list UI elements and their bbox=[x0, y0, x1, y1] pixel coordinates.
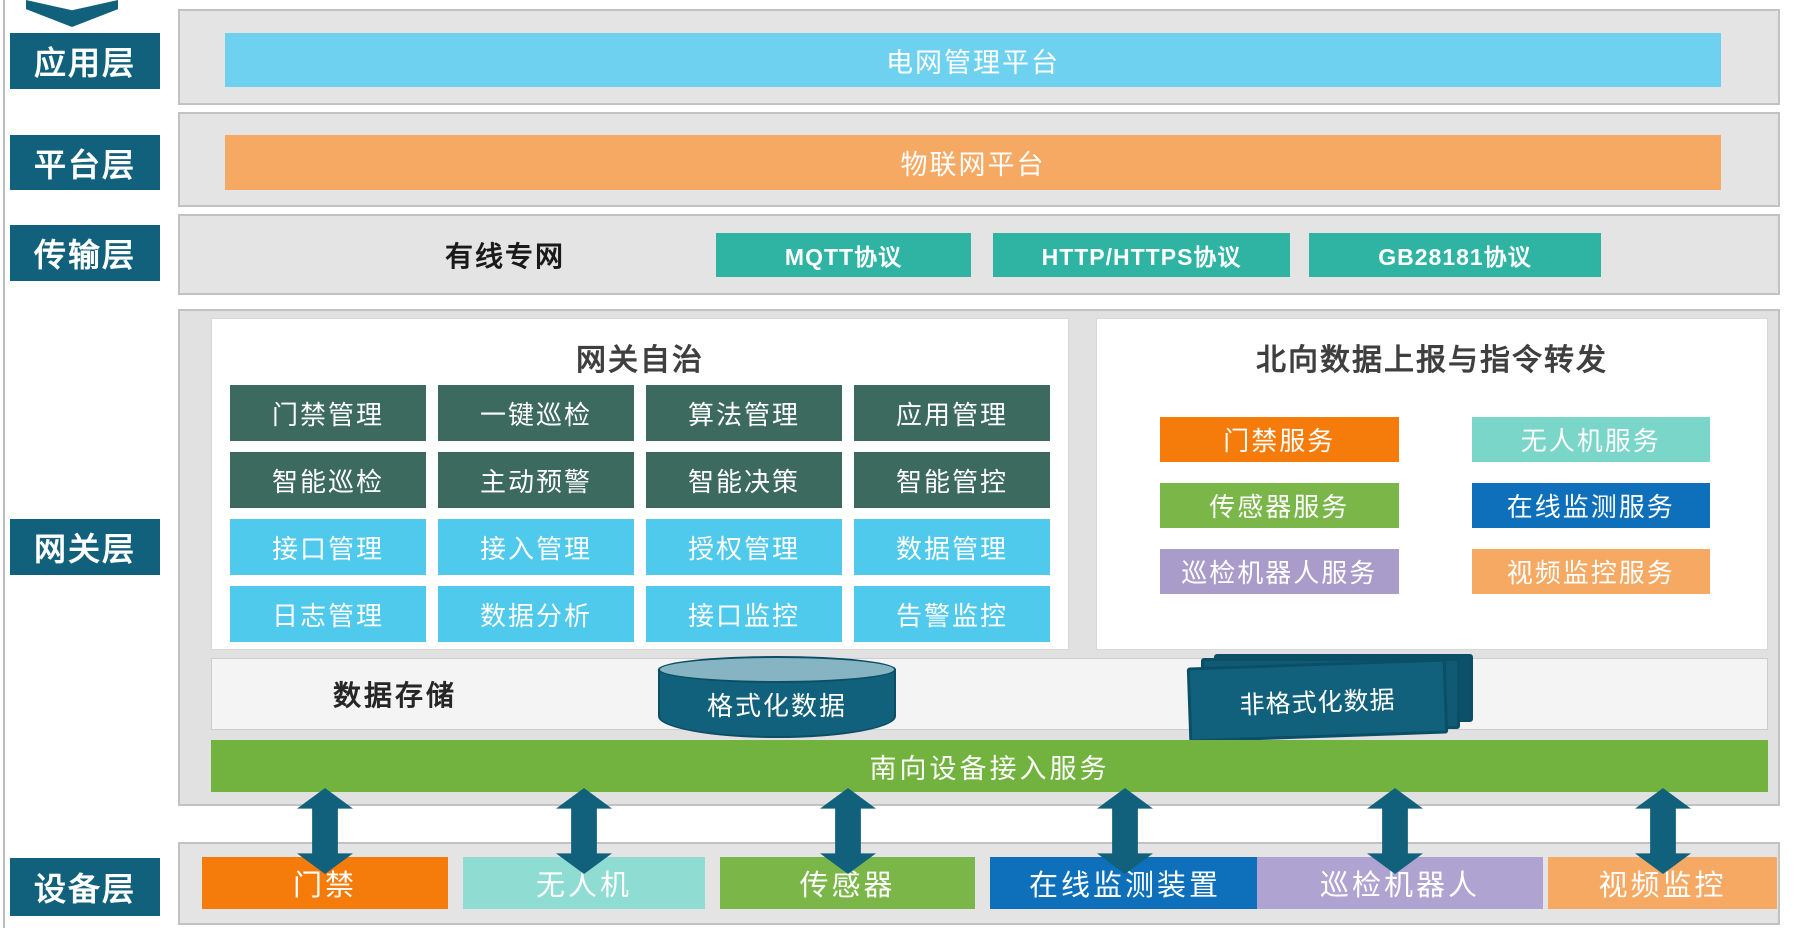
layer-label-platform: 平台层 bbox=[10, 135, 160, 190]
unformatted-data-stack-icon: 非格式化数据 bbox=[1186, 654, 1473, 743]
service-sensor: 传感器服务 bbox=[1160, 483, 1399, 528]
autonomy-item: 一键巡检 bbox=[438, 385, 634, 441]
layer-label-gateway: 网关层 bbox=[10, 519, 160, 575]
layer-label-application: 应用层 bbox=[10, 33, 160, 89]
protocol-mqtt: MQTT协议 bbox=[716, 233, 971, 277]
data-storage-strip bbox=[211, 658, 1768, 730]
autonomy-item: 智能巡检 bbox=[230, 452, 426, 508]
autonomy-item: 智能管控 bbox=[854, 452, 1050, 508]
autonomy-item: 门禁管理 bbox=[230, 385, 426, 441]
northbound-panel: 北向数据上报与指令转发 门禁服务 无人机服务 传感器服务 在线监测服务 巡检机器… bbox=[1096, 318, 1768, 650]
autonomy-item: 算法管理 bbox=[646, 385, 842, 441]
protocol-http: HTTP/HTTPS协议 bbox=[993, 233, 1290, 277]
autonomy-item: 主动预警 bbox=[438, 452, 634, 508]
gateway-autonomy-title: 网关自治 bbox=[576, 344, 704, 377]
layer-label-transport: 传输层 bbox=[10, 225, 160, 281]
device-online-monitor: 在线监测装置 bbox=[990, 857, 1260, 909]
autonomy-item: 应用管理 bbox=[854, 385, 1050, 441]
wired-private-network-label: 有线专网 bbox=[444, 240, 565, 272]
autonomy-item: 接口管理 bbox=[230, 519, 426, 575]
gateway-autonomy-grid: 门禁管理 一键巡检 算法管理 应用管理 智能巡检 主动预警 智能决策 智能管控 … bbox=[230, 385, 1050, 642]
autonomy-item: 数据管理 bbox=[854, 519, 1050, 575]
service-patrol-robot: 巡检机器人服务 bbox=[1160, 549, 1399, 594]
service-access-control: 门禁服务 bbox=[1160, 417, 1399, 462]
formatted-data-cylinder-icon: 格式化数据 bbox=[658, 656, 896, 738]
service-online-monitor: 在线监测服务 bbox=[1471, 483, 1710, 528]
autonomy-item: 接口监控 bbox=[646, 586, 842, 642]
autonomy-item: 日志管理 bbox=[230, 586, 426, 642]
northbound-title: 北向数据上报与指令转发 bbox=[1256, 344, 1608, 377]
gateway-autonomy-panel: 网关自治 门禁管理 一键巡检 算法管理 应用管理 智能巡检 主动预警 智能决策 … bbox=[211, 318, 1069, 650]
autonomy-item: 数据分析 bbox=[438, 586, 634, 642]
autonomy-item: 授权管理 bbox=[646, 519, 842, 575]
service-video: 视频监控服务 bbox=[1471, 549, 1710, 594]
cylinder-top bbox=[658, 656, 896, 683]
southbound-access-bar: 南向设备接入服务 bbox=[211, 740, 1768, 792]
autonomy-item: 接入管理 bbox=[438, 519, 634, 575]
slide-left-edge bbox=[3, 0, 5, 928]
autonomy-item: 告警监控 bbox=[854, 586, 1050, 642]
northbound-services-grid: 门禁服务 无人机服务 传感器服务 在线监测服务 巡检机器人服务 视频监控服务 bbox=[1160, 417, 1710, 594]
down-chevron-icon bbox=[26, 0, 118, 27]
autonomy-item: 智能决策 bbox=[646, 452, 842, 508]
data-storage-title: 数据存储 bbox=[332, 680, 457, 711]
service-drone: 无人机服务 bbox=[1471, 417, 1710, 462]
grid-management-platform-bar: 电网管理平台 bbox=[225, 33, 1721, 87]
layer-label-device: 设备层 bbox=[10, 858, 160, 916]
formatted-data-label: 格式化数据 bbox=[706, 692, 847, 722]
iot-platform-bar: 物联网平台 bbox=[225, 135, 1721, 190]
protocol-gb28181: GB28181协议 bbox=[1309, 233, 1601, 277]
unformatted-data-label: 非格式化数据 bbox=[1186, 658, 1449, 743]
